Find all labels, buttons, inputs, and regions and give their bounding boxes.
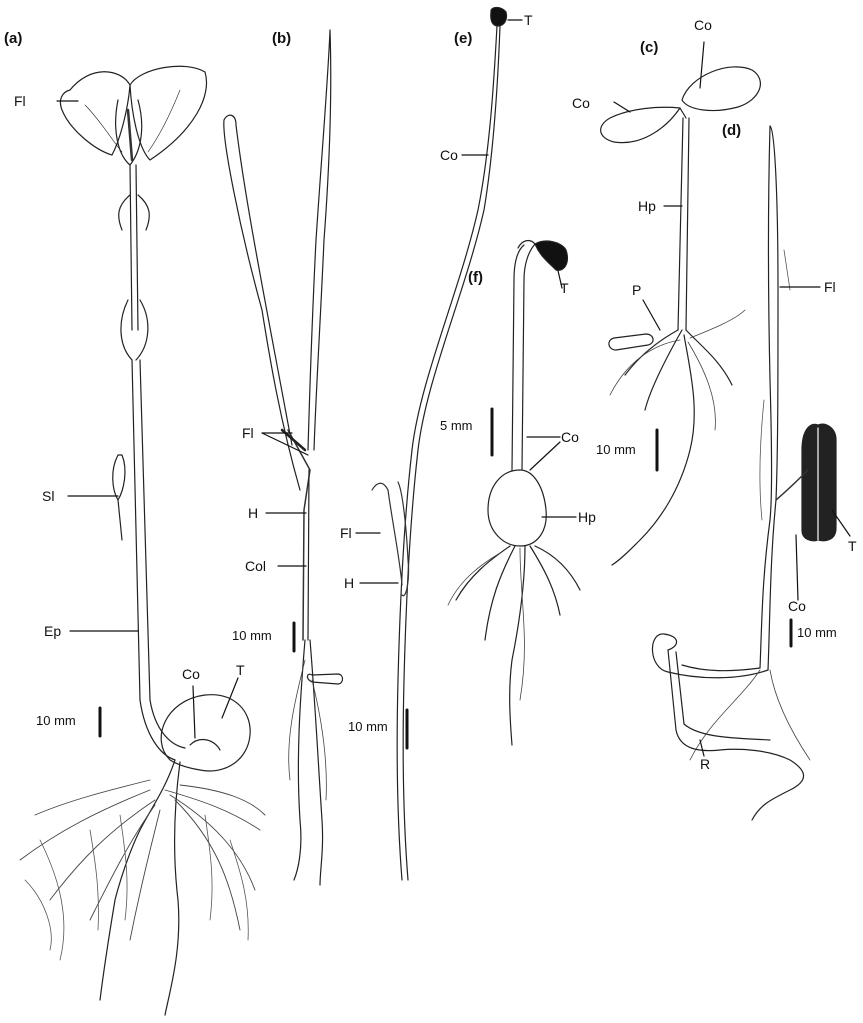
label-f-t: T	[560, 280, 569, 296]
panel-label-d: (d)	[722, 123, 741, 139]
scale-label-d: 10 mm	[797, 625, 837, 641]
label-d-t: T	[848, 538, 857, 554]
panel-label-e: (e)	[454, 31, 472, 47]
label-d-r: R	[700, 756, 710, 772]
label-a-ep: Ep	[44, 623, 61, 639]
seedling-a	[20, 66, 265, 1015]
label-b-col: Col	[245, 558, 266, 574]
label-a-sl: Sl	[42, 488, 54, 504]
scale-label-b: 10 mm	[232, 628, 272, 644]
panel-label-f: (f)	[468, 270, 483, 286]
scale-label-f: 5 mm	[440, 418, 473, 434]
panel-label-b: (b)	[272, 31, 291, 47]
label-c-hp: Hp	[638, 198, 656, 214]
seedling-f	[448, 241, 580, 745]
label-b-fl: Fl	[242, 425, 254, 441]
label-e-t: T	[524, 12, 533, 28]
label-e-h: H	[344, 575, 354, 591]
scale-label-c: 10 mm	[596, 442, 636, 458]
label-c-co-top: Co	[694, 17, 712, 33]
label-e-fl: Fl	[340, 525, 352, 541]
seedling-e	[356, 8, 522, 881]
label-a-fl: Fl	[14, 93, 26, 109]
label-b-h: H	[248, 505, 258, 521]
label-c-co-left: Co	[572, 95, 590, 111]
label-a-co: Co	[182, 666, 200, 682]
label-a-t: T	[236, 662, 245, 678]
scale-label-a: 10 mm	[36, 713, 76, 729]
seedling-d	[652, 126, 850, 820]
label-c-p: P	[632, 282, 641, 298]
scale-label-e: 10 mm	[348, 719, 388, 735]
panel-label-a: (a)	[4, 31, 22, 47]
label-f-hp: Hp	[578, 509, 596, 525]
label-d-fl: Fl	[824, 279, 836, 295]
label-e-co: Co	[440, 147, 458, 163]
label-d-co: Co	[788, 598, 806, 614]
seedling-c	[601, 42, 761, 565]
panel-label-c: (c)	[640, 40, 658, 56]
label-f-co: Co	[561, 429, 579, 445]
